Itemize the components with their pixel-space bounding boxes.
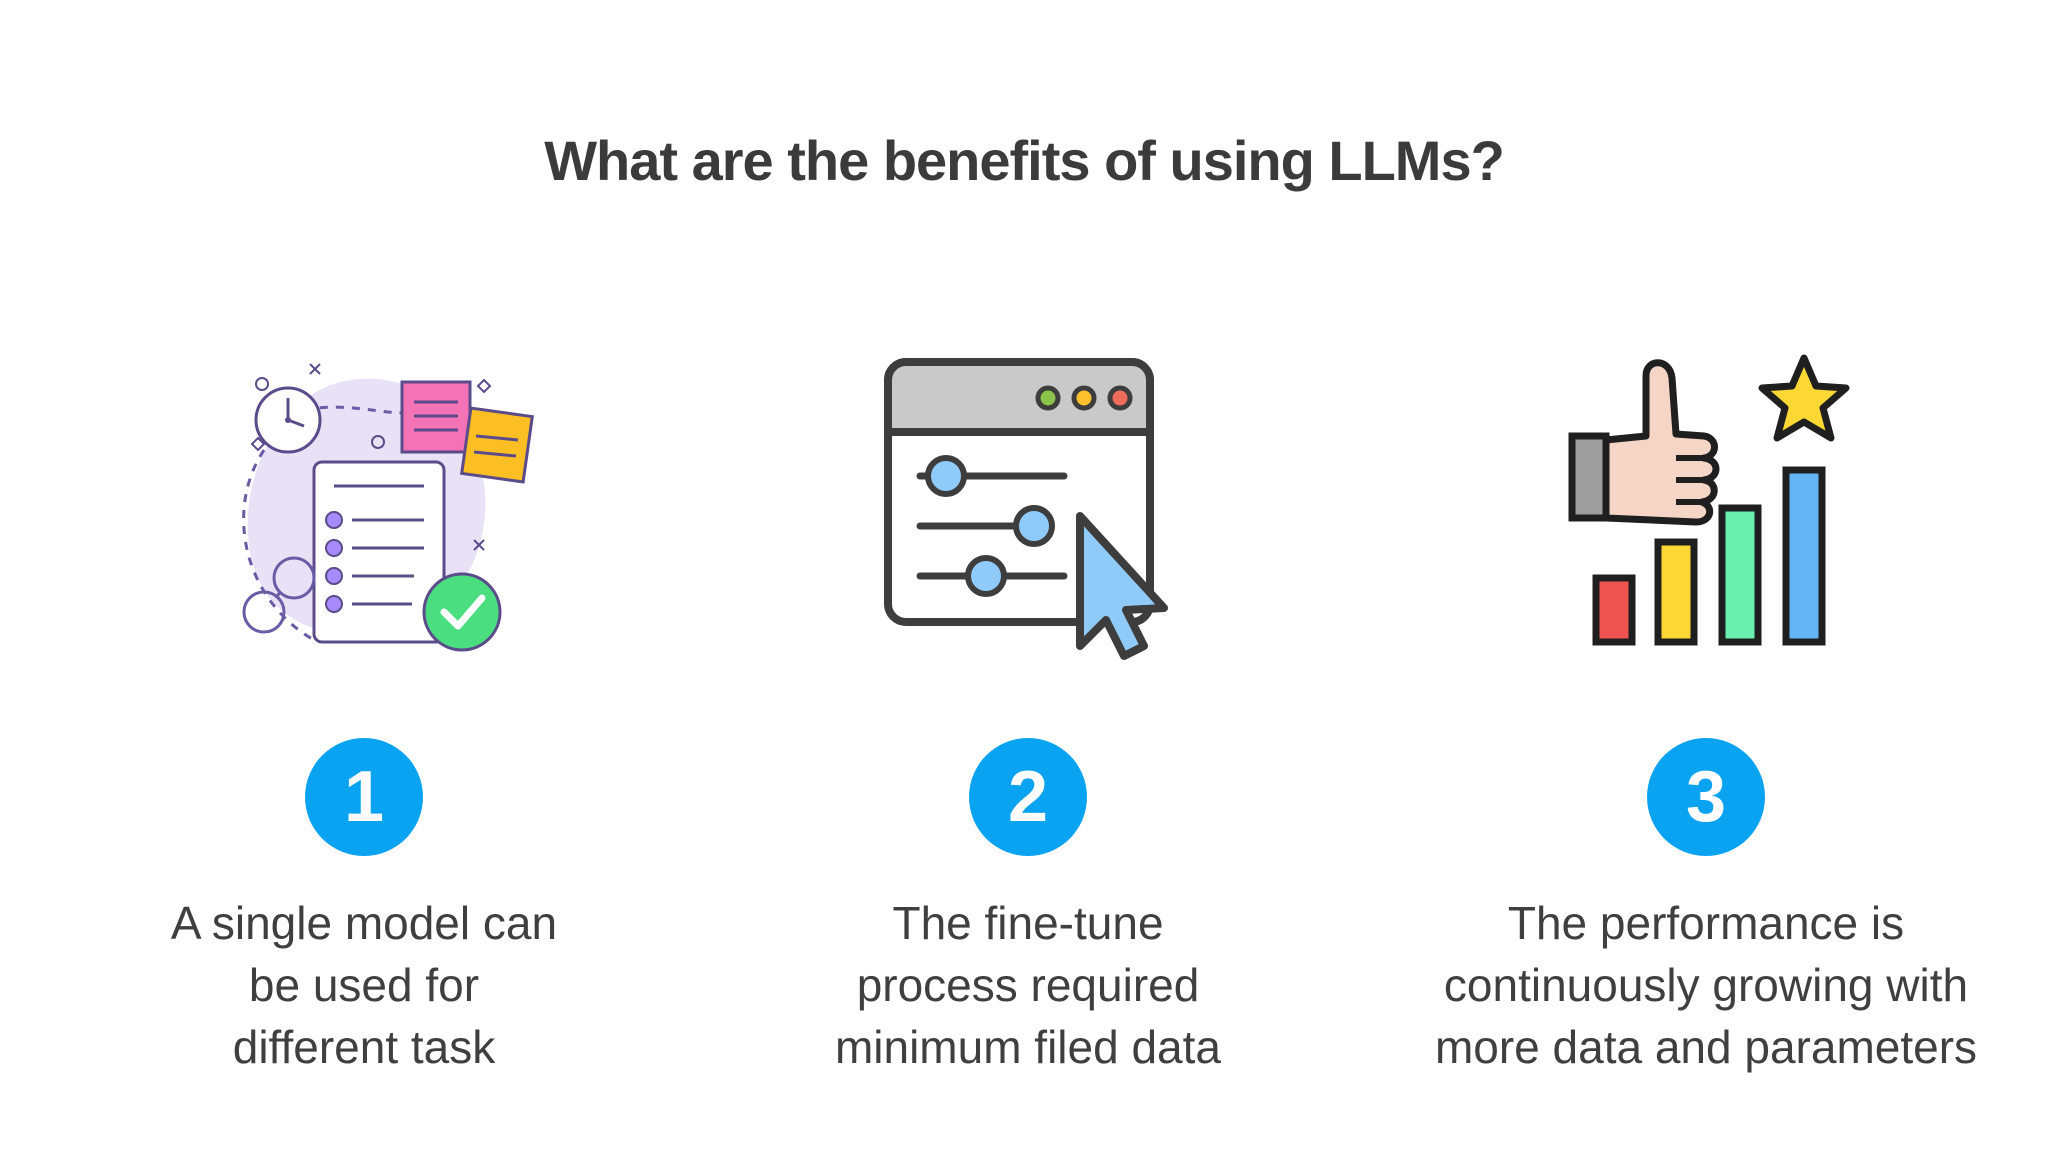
step-number-badge: 2 [969, 738, 1087, 856]
thumbs-up-bar-chart-star-icon [1568, 354, 1850, 646]
benefit-card-1: 1 A single model can be used for differe… [64, 340, 664, 1078]
benefit-card-3: 3 The performance is continuously growin… [1406, 340, 2006, 1078]
benefit-description: A single model can be used for different… [64, 892, 664, 1078]
description-line: The performance is [1507, 897, 1905, 949]
description-line: be used for [248, 959, 480, 1011]
benefit-description: The fine-tune process required minimum f… [728, 892, 1328, 1078]
description-line: minimum filed data [834, 1021, 1222, 1073]
benefit-card-2: 2 The fine-tune process required minimum… [728, 340, 1328, 1078]
benefit-description: The performance is continuously growing … [1406, 892, 2006, 1078]
step-number-badge: 1 [305, 738, 423, 856]
description-line: continuously growing with [1443, 959, 1969, 1011]
description-line: A single model can [170, 897, 558, 949]
step-number-badge: 3 [1647, 738, 1765, 856]
description-line: different task [232, 1021, 496, 1073]
description-line: The fine-tune [892, 897, 1164, 949]
page-title: What are the benefits of using LLMs? [544, 129, 1505, 192]
description-line: more data and parameters [1434, 1021, 1978, 1073]
checklist-clipboard-icon [242, 363, 534, 652]
settings-window-cursor-icon [884, 358, 1168, 660]
description-line: process required [856, 959, 1200, 1011]
